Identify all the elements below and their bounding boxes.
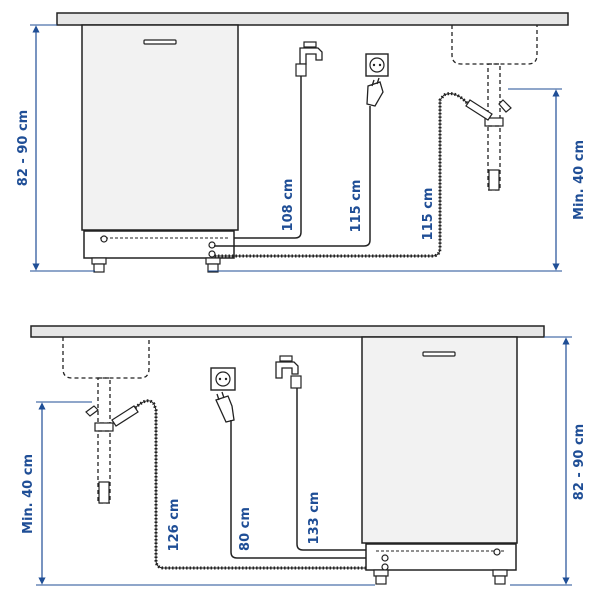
- top-layout: 82 - 90 cm 108 cm 115 cm 115 cm Min. 40 …: [16, 12, 587, 273]
- power-cord: [230, 420, 380, 559]
- dishwasher-foot: [494, 575, 506, 585]
- water-hose: [296, 388, 380, 551]
- top-drain-hose-label: 115 cm: [421, 188, 436, 241]
- drain-trap-icon: [85, 377, 139, 504]
- bottom-layout: Min. 40 cm 126 cm 80 cm 133 cm 82 - 90 c…: [21, 325, 587, 586]
- water-tap-icon: [295, 41, 323, 77]
- countertop: [30, 325, 545, 338]
- sink: [451, 25, 538, 65]
- bottom-cabinet-height-label: 82 - 90 cm: [572, 424, 587, 500]
- power-plug-icon: [366, 77, 384, 107]
- bottom-water-hose-label: 133 cm: [307, 492, 322, 545]
- dishwasher-handle: [422, 351, 456, 357]
- dishwasher-foot: [91, 257, 107, 265]
- dishwasher-foot: [492, 569, 508, 577]
- dishwasher-foot: [93, 263, 105, 273]
- power-socket-icon: [365, 53, 389, 77]
- top-cabinet-height-label: 82 - 90 cm: [16, 110, 31, 186]
- power-cord: [214, 106, 371, 247]
- top-drain-min-height-label: Min. 40 cm: [572, 140, 587, 220]
- dishwasher: [81, 24, 239, 273]
- drain-trap-icon: [465, 63, 512, 191]
- water-hose: [234, 76, 302, 239]
- power-socket-icon: [210, 367, 236, 391]
- dishwasher-foot: [373, 569, 389, 577]
- top-power-cord-label: 115 cm: [349, 180, 364, 233]
- dishwasher-foot: [205, 257, 221, 265]
- top-water-hose-label: 108 cm: [281, 179, 296, 232]
- dishwasher: [361, 336, 518, 585]
- sink: [62, 337, 150, 379]
- dishwasher-front-panel: [361, 336, 518, 544]
- bottom-drain-hose-label: 126 cm: [167, 499, 182, 552]
- dishwasher-base: [365, 543, 517, 571]
- dishwasher-front-panel: [81, 24, 239, 231]
- dishwasher-foot: [375, 575, 387, 585]
- bottom-drain-min-height-label: Min. 40 cm: [21, 454, 36, 534]
- countertop: [56, 12, 569, 26]
- power-plug-icon: [215, 391, 235, 423]
- water-tap-icon: [275, 355, 302, 389]
- dishwasher-foot: [207, 263, 219, 273]
- bottom-power-cord-label: 80 cm: [238, 507, 253, 551]
- dishwasher-handle: [143, 39, 177, 45]
